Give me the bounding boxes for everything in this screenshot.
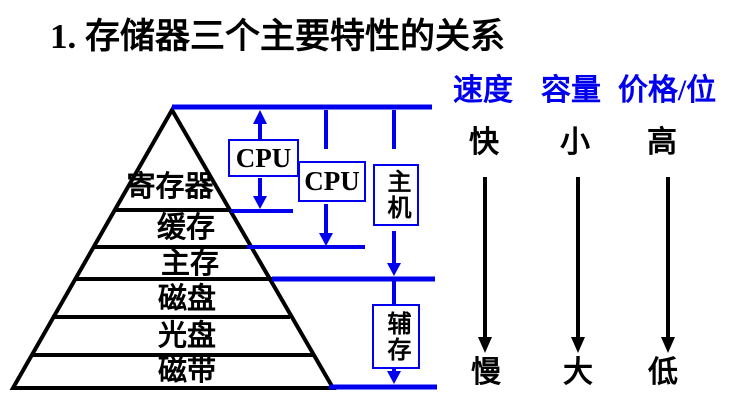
- pyramid-level-mainmem: 主存: [160, 248, 220, 280]
- col-header-speed: 速度: [453, 74, 513, 107]
- col-header-price: 价格/位: [617, 74, 717, 107]
- pyramid-level-tape: 磁带: [157, 355, 217, 387]
- blue-connectors: [253, 110, 401, 384]
- aux-storage-box: 辅存: [372, 304, 420, 369]
- speed-bottom-value: 慢: [471, 356, 501, 389]
- capacity-bottom-value: 大: [563, 356, 593, 389]
- attribute-arrows: [478, 177, 675, 353]
- pyramid-level-optical: 光盘: [157, 320, 217, 352]
- pyramid-level-cache: 缓存: [156, 212, 216, 244]
- price-top-value: 高: [647, 126, 677, 159]
- page-title: 1. 存储器三个主要特性的关系: [50, 17, 506, 56]
- speed-arrow: [478, 177, 492, 353]
- cpu-box-top: CPU: [228, 139, 299, 177]
- col-header-capacity: 容量: [541, 74, 601, 107]
- cpu1-up-arrow: [253, 110, 267, 139]
- pyramid-level-disk: 磁盘: [157, 283, 217, 315]
- aux-down-arrow: [387, 369, 401, 384]
- speed-top-value: 快: [469, 126, 499, 159]
- host-down-arrow: [387, 231, 401, 276]
- pyramid-level-lines: [32, 208, 313, 357]
- price-arrow: [661, 177, 675, 353]
- capacity-arrow: [571, 177, 585, 353]
- cpu-box-mid: CPU: [298, 161, 366, 202]
- cpu1-down-arrow: [253, 178, 267, 209]
- capacity-top-value: 小: [560, 126, 590, 159]
- host-box: 主机: [373, 164, 419, 226]
- price-bottom-value: 低: [648, 356, 678, 389]
- pyramid-level-register: 寄存器: [126, 171, 214, 203]
- blue-bus-lines: [172, 104, 437, 390]
- cpu2-down-arrow: [319, 204, 333, 246]
